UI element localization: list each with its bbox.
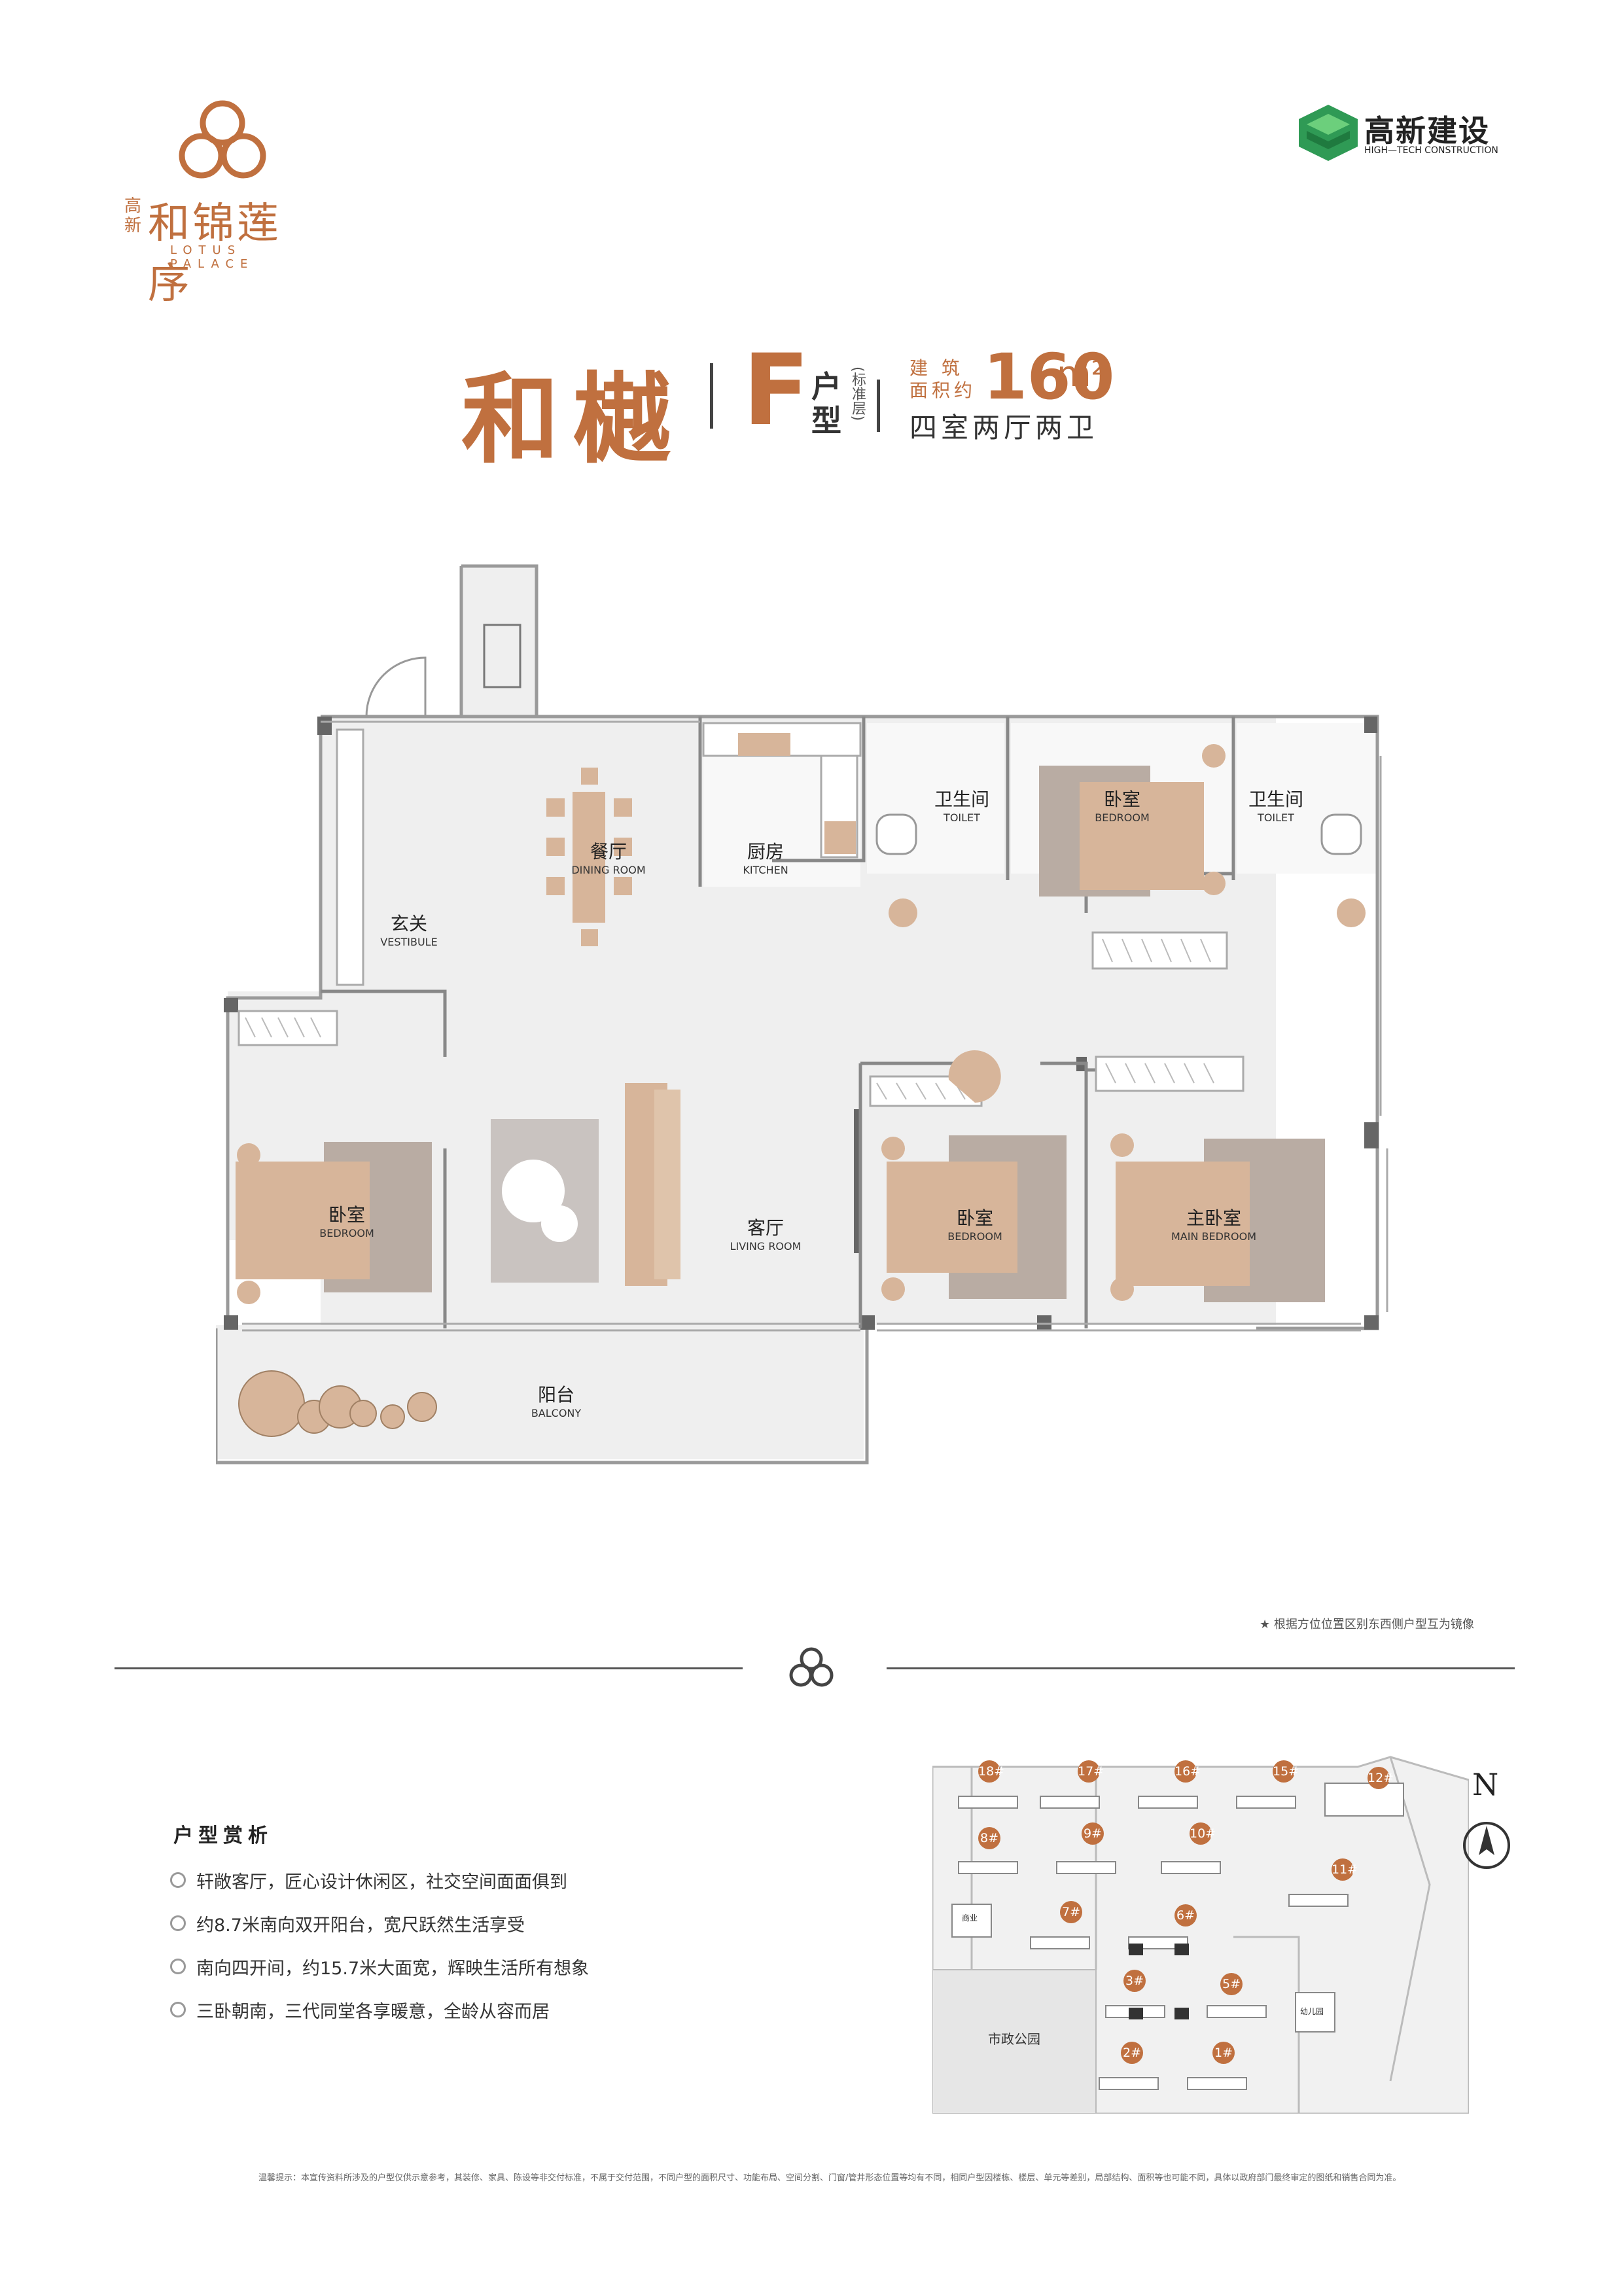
divider [710,363,713,429]
lotus-logo-icon [179,100,266,179]
bullet-icon [170,2002,186,2017]
bullet-icon [170,1959,186,1974]
divider [877,380,880,432]
room-en: DINING ROOM [571,864,646,876]
section-divider-left [115,1667,743,1669]
area-label-text: 建 筑面积约 [909,357,977,401]
room-en: KITCHEN [743,864,788,876]
room-cn: 餐厅 [590,841,627,862]
project-name: 和锦莲序 [148,200,281,308]
building-marker: 1# [1212,2042,1235,2064]
room-en: TOILET [1258,811,1294,824]
feature-text: 三卧朝南，三代同堂各享暖意，全龄从容而居 [196,2001,550,2022]
disclaimer: 温馨提示：本宣传资料所涉及的户型仅供示意参考，其装修、家具、陈设等非交付标准，不… [258,2173,1402,2183]
room-cn: 厨房 [747,841,784,862]
room-cn: 玄关 [390,913,427,934]
room-layout: 四室两厅两卫 [909,412,1099,444]
unit-type-note: (标准层) [849,366,866,421]
building-marker: 6# [1174,1904,1197,1927]
unit-type-letter: F [743,334,810,448]
room-cn: 主卧室 [1186,1207,1241,1229]
room-label-bedroom-west: 卧室 BEDROOM [311,1201,383,1239]
room-en: VESTIBULE [380,936,438,948]
north-label: N [1472,1767,1499,1802]
mirror-note: ★ 根据方位位置区别东西侧户型互为镜像 [1260,1618,1474,1631]
building-marker: 10# [1190,1822,1216,1845]
features-list: 轩敞客厅，匠心设计休闲区，社交空间面面俱到 约8.7米南向双开阳台，宽尺跃然生活… [170,1858,824,2031]
park-label: 市政公园 [988,2031,1040,2047]
project-logo: 高新 和锦莲序 LOTUS PALACE [124,98,321,308]
room-label-bedroom-north: 卧室 BEDROOM [1086,785,1158,824]
building-marker: 5# [1220,1973,1243,1995]
lotus-divider-icon [789,1647,834,1687]
building-marker: 7# [1060,1901,1082,1923]
project-name-en: LOTUS PALACE [170,243,255,271]
building-marker: 17# [1078,1760,1104,1783]
project-name-prefix: 高新 [124,196,144,236]
kindergarten-label: 幼儿园 [1300,2007,1324,2016]
type-note-text: (标准层) [849,366,866,421]
site-plan: 18# 17# 16# 15# 12# 8# 9# 10# 11# 7# 6# … [932,1741,1469,2114]
area-label: 建 筑面积约 [909,357,981,402]
room-label-bedroom-south: 卧室 BEDROOM [939,1204,1011,1243]
bullet-icon [170,1872,186,1888]
room-label-toilet-1: 卫生间 TOILET [926,785,998,824]
section-divider-right [887,1667,1515,1669]
unit-type-label: 户型 [811,370,845,438]
site-plan-map [932,1756,1469,2114]
developer-name-en: HIGH—TECH CONSTRUCTION [1364,145,1498,156]
building-marker: 11# [1332,1858,1358,1881]
type-label-text: 户型 [811,369,841,438]
feature-text: 轩敞客厅，匠心设计休闲区，社交空间面面俱到 [196,1872,567,1892]
feature-item: 三卧朝南，三代同堂各享暖意，全龄从容而居 [170,1988,824,2031]
room-en: LIVING ROOM [730,1240,802,1252]
area-value: 160 [983,340,1115,414]
feature-text: 南向四开间，约15.7米大面宽，辉映生活所有想象 [196,1958,590,1979]
room-en: BEDROOM [1095,811,1150,824]
room-en: BEDROOM [947,1230,1002,1243]
features-title: 户型赏析 [173,1824,273,1847]
room-en: TOILET [944,811,980,824]
developer-logo: 高新建设 HIGH—TECH CONSTRUCTION [1299,105,1508,164]
room-cn: 卧室 [328,1204,365,1226]
commercial-label: 商业 [962,1913,978,1923]
building-marker: 18# [978,1760,1004,1783]
bullet-icon [170,1915,186,1931]
room-label-balcony: 阳台 BALCONY [520,1381,592,1419]
developer-logo-icon [1299,105,1358,161]
building-marker: 16# [1174,1760,1201,1783]
room-en: BALCONY [531,1407,582,1419]
room-cn: 阳台 [537,1384,574,1406]
feature-item: 轩敞客厅，匠心设计休闲区，社交空间面面俱到 [170,1858,824,1902]
room-label-living: 客厅 LIVING ROOM [720,1214,811,1252]
feature-item: 约8.7米南向双开阳台，宽尺跃然生活享受 [170,1902,824,1945]
room-en: BEDROOM [319,1227,374,1239]
room-label-dining: 餐厅 DINING ROOM [569,838,648,876]
north-arrow-icon [1463,1822,1510,1869]
room-cn: 卫生间 [1248,789,1303,810]
feature-text: 约8.7米南向双开阳台，宽尺跃然生活享受 [196,1915,525,1936]
room-cn: 卧室 [1103,789,1140,810]
area-unit: m² [1057,353,1106,395]
room-label-vestibule: 玄关 VESTIBULE [370,910,448,948]
building-marker: 12# [1368,1767,1394,1789]
room-cn: 客厅 [747,1217,784,1239]
room-label-main-bedroom: 主卧室 MAIN BEDROOM [1165,1204,1263,1243]
building-marker: 2# [1121,2042,1143,2064]
feature-item: 南向四开间，约15.7米大面宽，辉映生活所有想象 [170,1945,824,1988]
project-prefix-text: 高新 [124,196,142,236]
floor-plan [216,564,1388,1465]
unit-name: 和樾 [461,362,684,477]
developer-name: 高新建设 [1364,113,1490,149]
building-marker: 8# [978,1827,1000,1849]
room-cn: 卧室 [956,1207,993,1229]
building-marker: 9# [1082,1822,1104,1845]
room-en: MAIN BEDROOM [1171,1230,1257,1243]
building-marker: 3# [1123,1970,1146,1992]
building-marker: 15# [1273,1760,1299,1783]
room-cn: 卫生间 [934,789,989,810]
room-label-kitchen: 厨房 KITCHEN [730,838,802,876]
room-label-toilet-2: 卫生间 TOILET [1240,785,1312,824]
